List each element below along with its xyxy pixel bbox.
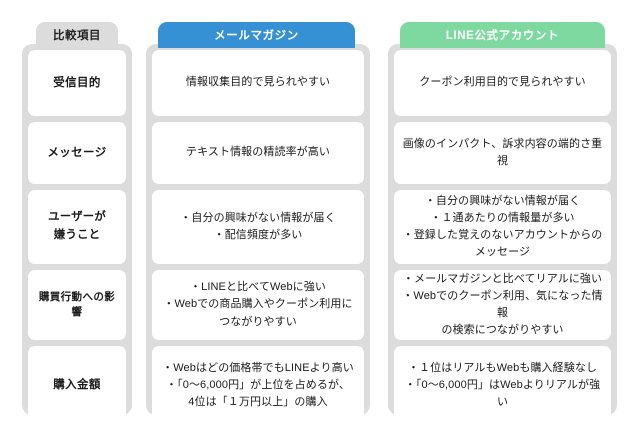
table-cell-criteria-3: ユーザーが 嫌うこと — [28, 190, 126, 264]
table-cell-mail-1: 情報収集目的で見られやすい — [152, 50, 364, 116]
cell-text: 画像のインパクト、訴求内容の端的さ重視 — [402, 137, 603, 167]
column-mail-magazine: メールマガジン 情報収集目的で見られやすい テキスト情報の精読率が高い ・自分の… — [146, 0, 370, 425]
table-cell-mail-4: ・LINEと比べてWebに強い ・Webでの商品購入やクーポン利用に つながりや… — [152, 270, 364, 340]
table-cell-criteria-4: 購買行動への影響 — [28, 270, 126, 340]
column-body-criteria: 受信目的 メッセージ ユーザーが 嫌うこと 購買行動への影響 購入金額 — [22, 44, 132, 425]
column-header-mail-magazine: メールマガジン — [158, 22, 355, 48]
cell-text: ・１位はリアルもWebも購入経験なし ・「0〜6,000円」はWebよりリアルが… — [404, 361, 601, 409]
table-cell-mail-2: テキスト情報の精読率が高い — [152, 122, 364, 184]
cell-text: ユーザーが 嫌うこと — [48, 211, 106, 241]
column-body-line-official-account: クーポン利用目的で見られやすい 画像のインパクト、訴求内容の端的さ重視 ・自分の… — [388, 44, 617, 425]
cell-text: テキスト情報の精読率が高い — [186, 146, 330, 159]
table-cell-mail-3: ・自分の興味がない情報が届く ・配信頻度が多い — [152, 190, 364, 264]
cell-text: ・自分の興味がない情報が届く ・１通あたりの情報量が多い ・登録した覚えのないア… — [402, 194, 603, 259]
cell-text: クーポン利用目的で見られやすい — [419, 76, 586, 89]
table-cell-line-3: ・自分の興味がない情報が届く ・１通あたりの情報量が多い ・登録した覚えのないア… — [394, 190, 611, 264]
table-cell-line-4: ・メールマガジンと比べてリアルに強い ・Webでのクーポン利用、気になった情報 … — [394, 270, 611, 340]
table-cell-criteria-2: メッセージ — [28, 122, 126, 184]
cell-text: 購入金額 — [53, 379, 101, 392]
table-cell-criteria-1: 受信目的 — [28, 50, 126, 116]
column-body-mail-magazine: 情報収集目的で見られやすい テキスト情報の精読率が高い ・自分の興味がない情報が… — [146, 44, 370, 425]
column-header-criteria: 比較項目 — [36, 22, 118, 48]
table-cell-criteria-5: 購入金額 — [28, 346, 126, 425]
cell-text: メッセージ — [47, 146, 107, 159]
column-header-line-official-account: LINE公式アカウント — [400, 22, 605, 48]
cell-text: ・自分の興味がない情報が届く ・配信頻度が多い — [180, 211, 336, 241]
table-cell-line-1: クーポン利用目的で見られやすい — [394, 50, 611, 116]
cell-text: 情報収集目的で見られやすい — [185, 76, 331, 89]
column-criteria: 比較項目 受信目的 メッセージ ユーザーが 嫌うこと 購買行動への影響 購入金額 — [22, 0, 132, 425]
column-line-official-account: LINE公式アカウント クーポン利用目的で見られやすい 画像のインパクト、訴求内… — [388, 0, 617, 425]
table-cell-line-5: ・１位はリアルもWebも購入経験なし ・「0〜6,000円」はWebよりリアルが… — [394, 346, 611, 425]
cell-text: ・LINEと比べてWebに強い ・Webでの商品購入やクーポン利用に つながりや… — [163, 281, 353, 328]
cell-text: ・メールマガジンと比べてリアルに強い ・Webでのクーポン利用、気になった情報 … — [402, 272, 603, 337]
cell-text: 受信目的 — [53, 76, 101, 89]
cell-text: ・Webはどの価格帯でもLINEより高い ・「0〜6,000円」が上位を占めるが… — [162, 361, 354, 409]
table-cell-mail-5: ・Webはどの価格帯でもLINEより高い ・「0〜6,000円」が上位を占めるが… — [152, 346, 364, 425]
cell-text: 購買行動への影響 — [38, 290, 116, 318]
table-cell-line-2: 画像のインパクト、訴求内容の端的さ重視 — [394, 122, 611, 184]
